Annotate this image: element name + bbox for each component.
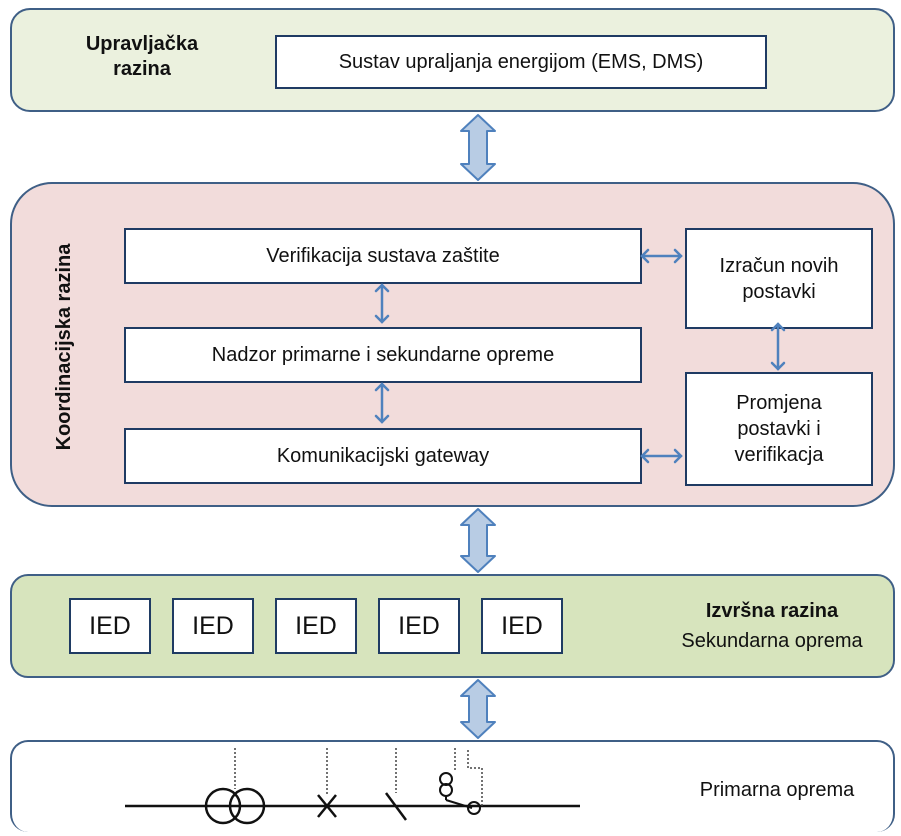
- transformer-icon: [204, 787, 242, 825]
- double-arrow-icon: [460, 114, 496, 181]
- coordination-layer: Koordinacijska razina Verifikacija susta…: [10, 182, 895, 507]
- small-double-arrow-icon: [374, 382, 390, 424]
- verification-box: Verifikacija sustava zaštite: [124, 228, 642, 284]
- double-arrow-icon: [460, 508, 496, 573]
- management-label: Upravljačka razina: [85, 33, 199, 80]
- new-settings-calc-box: Izračun novih postavki: [685, 228, 873, 329]
- execution-layer: IED IED IED IED IED Izvršna razina Sekun…: [10, 574, 895, 678]
- ied-box: IED: [481, 598, 563, 654]
- small-double-arrow-icon: [640, 248, 683, 264]
- ied-box: IED: [275, 598, 357, 654]
- primary-label: Primarna oprema: [699, 779, 855, 801]
- disconnector-icon: [384, 792, 408, 821]
- breaker-x-icon: [317, 794, 337, 818]
- management-layer: Upravljačka razina Sustav upraljanja ene…: [10, 8, 895, 112]
- small-double-arrow-icon: [374, 283, 390, 324]
- monitoring-box: Nadzor primarne i sekundarne opreme: [124, 327, 642, 383]
- gateway-box: Komunikacijski gateway: [124, 428, 642, 484]
- execution-subtitle: Sekundarna oprema: [681, 630, 863, 652]
- ied-box: IED: [378, 598, 460, 654]
- single-line-diagram: [125, 772, 580, 825]
- ied-box: IED: [69, 598, 151, 654]
- settings-change-box: Promjena postavki i verifikacja: [685, 372, 873, 486]
- ems-dms-box: Sustav upraljanja energijom (EMS, DMS): [275, 35, 767, 89]
- primary-layer: Primarna oprema: [10, 740, 895, 832]
- measurement-links: [234, 748, 483, 808]
- small-double-arrow-icon: [640, 448, 683, 464]
- current-transformer-icon: [439, 772, 481, 815]
- small-double-arrow-icon: [770, 322, 786, 371]
- transformer-icon: [228, 787, 266, 825]
- ied-box: IED: [172, 598, 254, 654]
- execution-title: Izvršna razina: [705, 600, 839, 622]
- double-arrow-icon: [460, 679, 496, 739]
